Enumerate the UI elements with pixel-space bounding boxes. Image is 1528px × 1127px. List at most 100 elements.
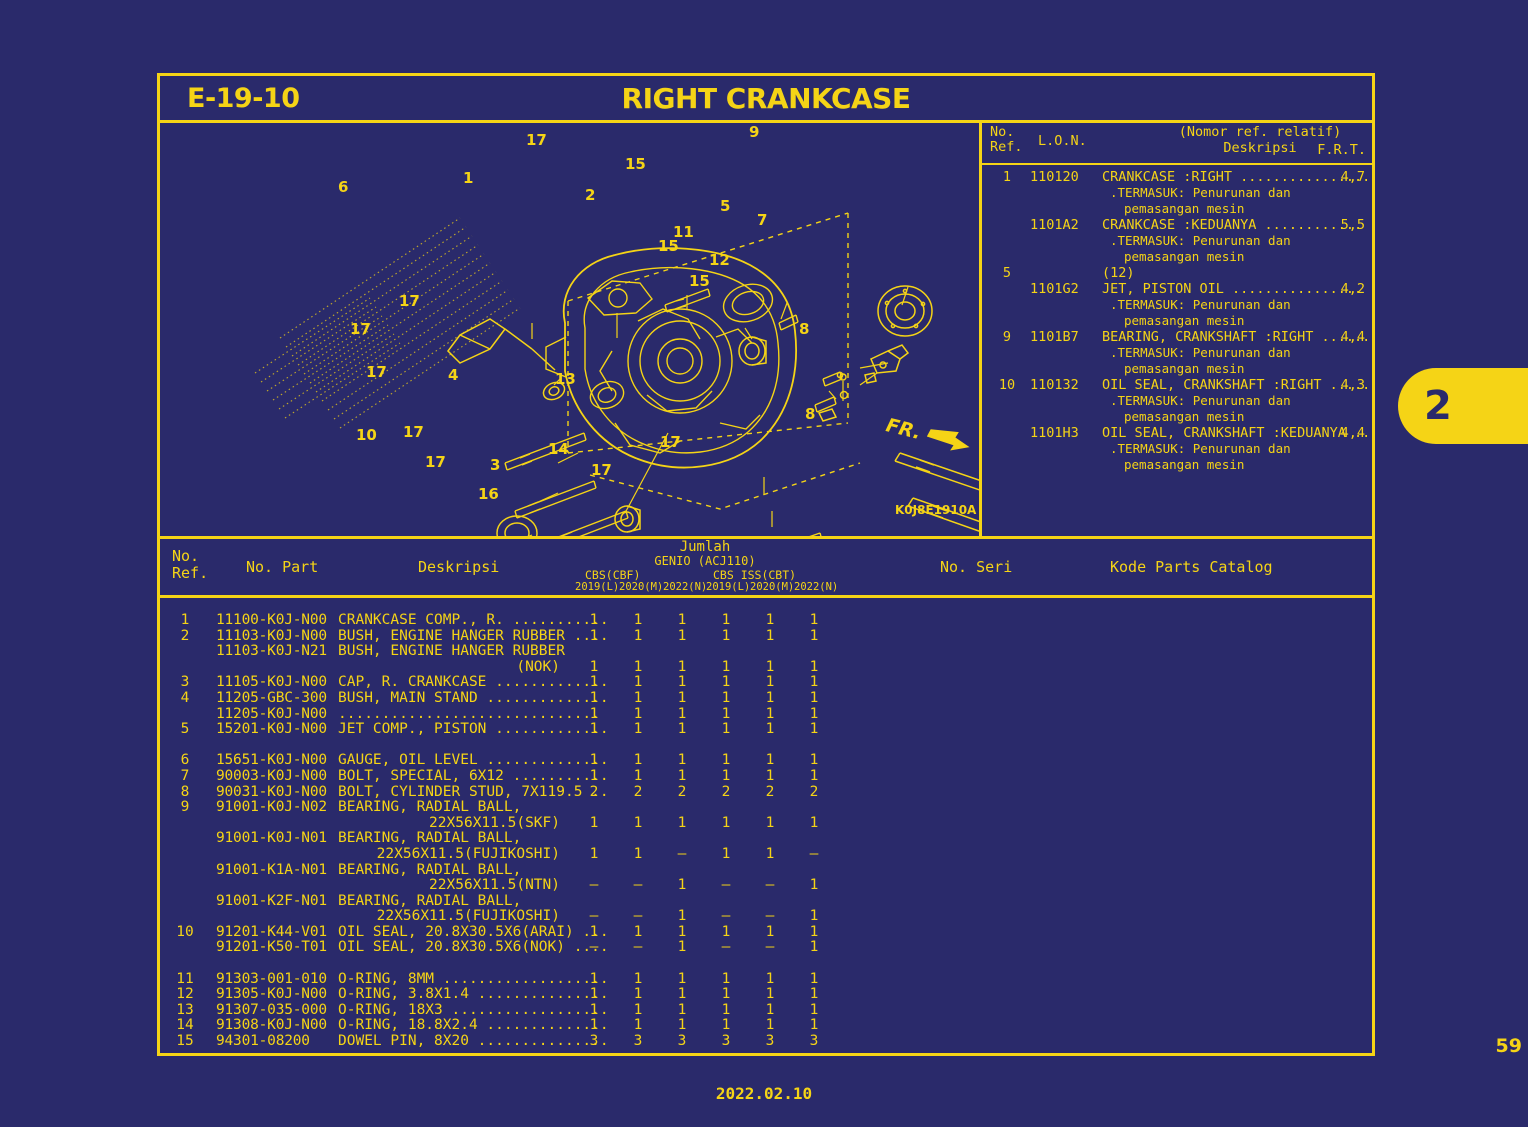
part-qty-col-5: 1: [765, 752, 775, 769]
header-year-1: 2019(L): [575, 580, 620, 593]
ref-frt: 4,2: [1340, 281, 1365, 297]
part-qty-col-2: 1: [633, 986, 643, 1003]
part-qty-col-3: 1: [677, 767, 687, 784]
ref-no: 10: [998, 377, 1016, 393]
header-variant-cbs: CBS(CBF): [585, 567, 641, 582]
part-description: O-RING, 3.8X1.4 ...............: [338, 986, 609, 1003]
ref-desc: OIL SEAL, CRANKSHAFT :RIGHT .....: [1102, 377, 1371, 393]
part-description: 22X56X11.5(FUJIKOSHI): [376, 845, 560, 862]
part-description: GAUGE, OIL LEVEL ..............: [338, 752, 609, 769]
section-tab[interactable]: 2: [1398, 368, 1528, 444]
part-description: JET COMP., PISTON .............: [338, 721, 609, 738]
reference-row: pemasangan mesin: [982, 409, 1372, 425]
part-qty-col-4: –: [721, 908, 731, 925]
part-qty-col-5: 1: [765, 845, 775, 862]
ref-desc: CRANKCASE :KEDUANYA ............: [1102, 217, 1363, 233]
header-year-3: 2022(N): [663, 580, 708, 593]
part-number: 91201-K44-V01: [216, 923, 327, 940]
part-qty-col-2: 1: [633, 923, 643, 940]
part-qty-col-2: 1: [633, 1001, 643, 1018]
table-row: 11205-K0J-N00...........................…: [160, 706, 1372, 722]
part-qty-col-5: 1: [765, 705, 775, 722]
part-qty-col-1: 1: [589, 923, 599, 940]
part-qty-col-3: 1: [677, 877, 687, 894]
part-qty-col-6: 2: [809, 783, 819, 800]
part-description: BOLT, SPECIAL, 6X12 ...........: [338, 767, 609, 784]
part-qty-col-1: 1: [589, 689, 599, 706]
table-row: [160, 955, 1372, 971]
arrow-icon: [926, 429, 970, 451]
diagram-callout-17: 17: [399, 292, 420, 310]
part-number: 11105-K0J-N00: [216, 674, 327, 691]
part-qty-col-3: 1: [677, 986, 687, 1003]
part-qty-col-5: 3: [765, 1033, 775, 1050]
ref-no: 5: [1002, 265, 1012, 281]
part-qty-col-3: 2: [677, 783, 687, 800]
ref-desc: BEARING, CRANKSHAFT :RIGHT ......: [1102, 329, 1371, 345]
part-number: 90003-K0J-N00: [216, 767, 327, 784]
ref-desc: pemasangan mesin: [1124, 409, 1245, 424]
part-qty-col-1: –: [589, 908, 599, 925]
part-qty-col-3: –: [677, 845, 687, 862]
part-qty-col-5: 1: [765, 627, 775, 644]
part-qty-col-1: 3: [589, 1033, 599, 1050]
ref-desc: pemasangan mesin: [1124, 201, 1245, 216]
part-qty-col-1: 1: [589, 674, 599, 691]
section-code: E-19-10: [187, 83, 300, 114]
part-qty-col-3: 3: [677, 1033, 687, 1050]
diagram-callout-7: 7: [757, 211, 768, 229]
part-qty-col-2: 1: [633, 721, 643, 738]
part-qty-col-5: –: [765, 877, 775, 894]
part-description: 22X56X11.5(FUJIKOSHI): [376, 908, 560, 925]
part-qty-col-3: 1: [677, 923, 687, 940]
part-qty-col-1: 1: [589, 612, 599, 628]
part-qty-col-4: 1: [721, 674, 731, 691]
part-ref-no: 6: [180, 752, 190, 769]
part-qty-col-2: 2: [633, 783, 643, 800]
part-number: 91307-035-000: [216, 1001, 327, 1018]
reference-row: .TERMASUK: Penurunan dan: [982, 441, 1372, 457]
ref-lon: 1101B7: [1030, 329, 1079, 345]
ref-desc: .TERMASUK: Penurunan dan: [1110, 185, 1291, 200]
part-qty-col-2: 3: [633, 1033, 643, 1050]
part-number: 11205-GBC-300: [216, 689, 327, 706]
part-number: 91001-K2F-N01: [216, 892, 327, 909]
header-years: 2019(L)2020(M)2022(N)2019(L)2020(M)2022(…: [575, 580, 838, 594]
part-description: CAP, R. CRANKCASE .............: [338, 674, 609, 691]
part-qty-col-6: 1: [809, 705, 819, 722]
header-year-5: 2020(M): [750, 580, 795, 593]
part-qty-col-4: 1: [721, 845, 731, 862]
page-number: 59: [1495, 1035, 1522, 1057]
part-description: ..............................: [338, 705, 600, 722]
part-ref-no: 11: [176, 970, 194, 987]
part-qty-col-6: 3: [809, 1033, 819, 1050]
part-description: BEARING, RADIAL BALL,: [338, 892, 522, 909]
reference-row: .TERMASUK: Penurunan dan: [982, 233, 1372, 249]
part-qty-col-1: –: [589, 877, 599, 894]
part-ref-no: 3: [180, 674, 190, 691]
part-description: O-RING, 18.8X2.4 ..............: [338, 1017, 609, 1034]
part-ref-no: 14: [176, 1017, 194, 1034]
part-qty-col-6: 1: [809, 814, 819, 831]
diagram-callout-8: 8: [799, 320, 810, 338]
part-qty-col-4: 1: [721, 970, 731, 987]
part-description: OIL SEAL, 20.8X30.5X6(NOK) ....: [338, 939, 609, 956]
part-qty-col-4: –: [721, 877, 731, 894]
part-qty-col-5: 1: [765, 1017, 775, 1034]
part-qty-col-5: 1: [765, 689, 775, 706]
part-qty-col-3: 1: [677, 674, 687, 691]
part-ref-no: 12: [176, 986, 194, 1003]
header-year-4: 2019(L): [706, 580, 751, 593]
header-variants: CBS(CBF) CBS ISS(CBT): [575, 567, 835, 582]
part-qty-col-5: 2: [765, 783, 775, 800]
diagram-illustration: [254, 212, 979, 536]
ref-desc: (12): [1102, 265, 1135, 281]
